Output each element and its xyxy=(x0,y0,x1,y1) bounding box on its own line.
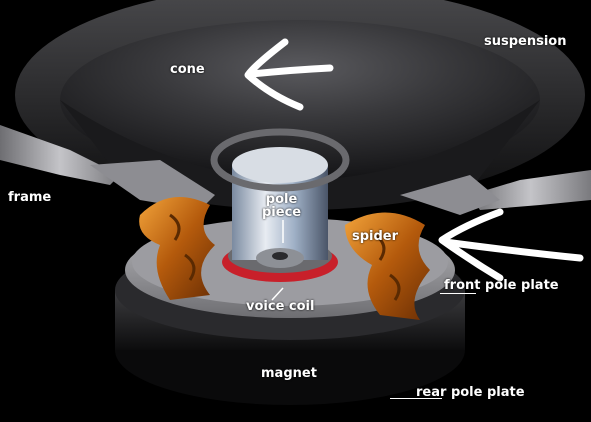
label-suspension: suspension xyxy=(484,34,567,49)
frame-right xyxy=(470,170,591,210)
spider-right xyxy=(345,212,430,320)
spider-left xyxy=(139,197,215,300)
voice-coil-leader xyxy=(271,287,284,301)
label-pole-piece: pole piece xyxy=(262,192,302,220)
frame-strut-right xyxy=(400,175,500,215)
hand-drawn-arrow-icon xyxy=(244,38,334,111)
spider-corrugations xyxy=(169,213,401,301)
frame-left xyxy=(0,125,120,185)
dust-cap-ring xyxy=(210,128,350,192)
pole-piece-top xyxy=(232,147,328,183)
label-frame: frame xyxy=(8,190,52,205)
label-rear-pole-plate: rear pole plate xyxy=(416,385,525,400)
label-voice-coil: voice coil xyxy=(246,299,315,314)
label-front-pole-plate: front pole plate xyxy=(444,278,559,293)
label-magnet: magnet xyxy=(261,366,317,381)
hand-drawn-arrow-icon xyxy=(438,208,584,282)
label-spider: spider xyxy=(352,229,399,244)
rear-pole-plate-underline xyxy=(390,398,442,399)
pole-piece-vent xyxy=(272,252,288,260)
front-pole-plate-underline xyxy=(440,293,476,294)
label-cone: cone xyxy=(170,62,205,77)
speaker-cone xyxy=(60,20,540,180)
